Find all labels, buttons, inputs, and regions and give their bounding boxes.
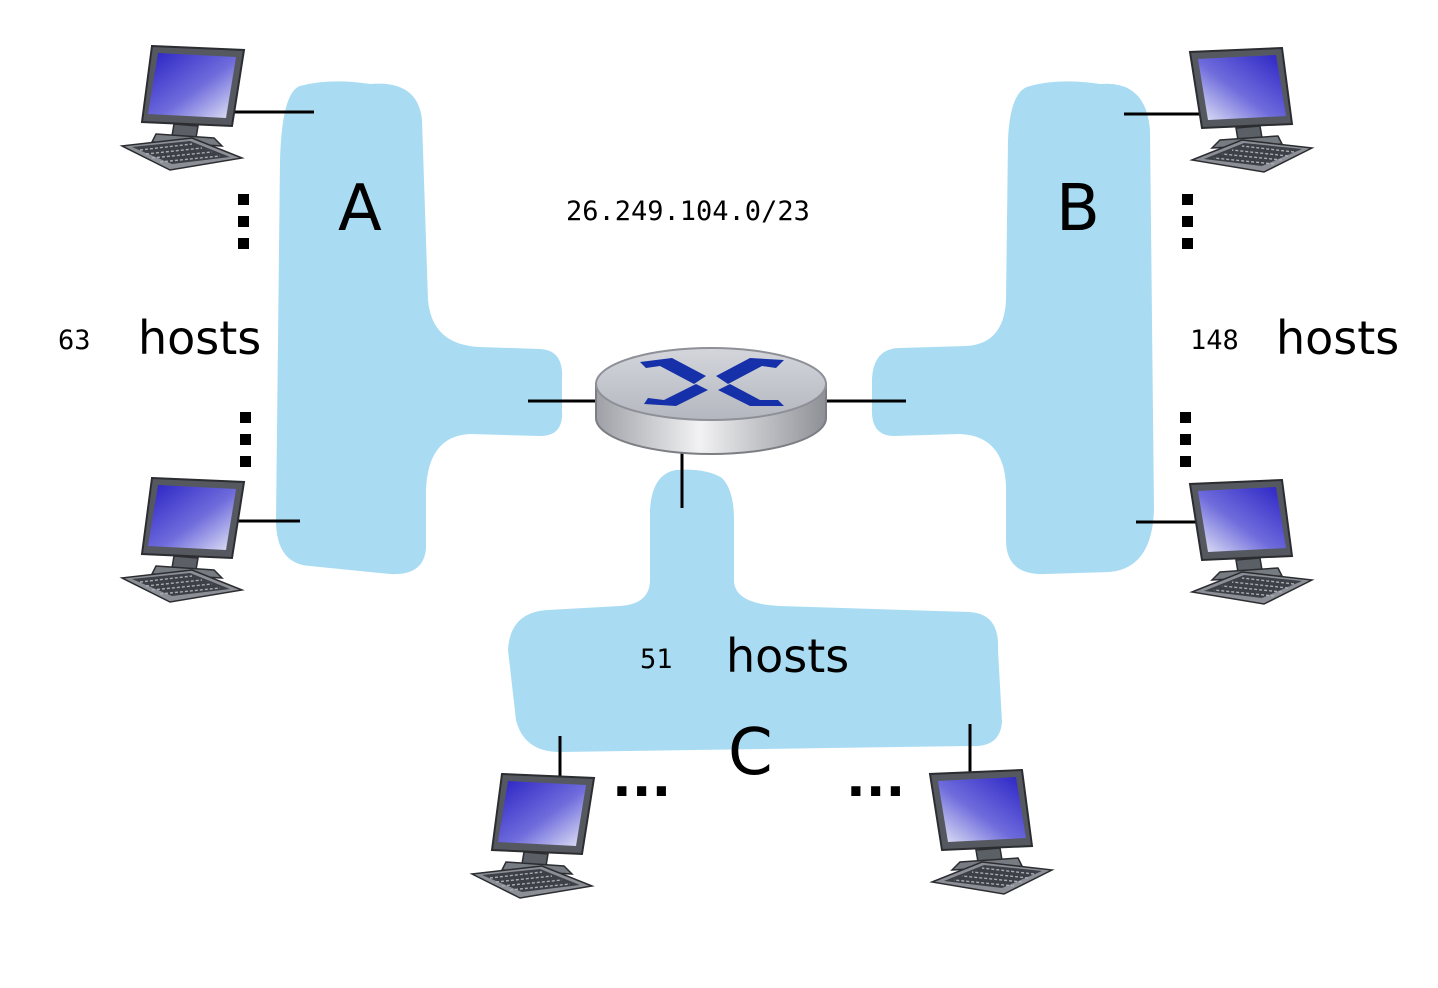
subnet-b-letter: B	[1056, 172, 1100, 246]
subnet-a-count: 63	[58, 325, 91, 356]
computer-icon	[121, 45, 245, 171]
computer-icon	[471, 773, 595, 899]
subnet-a-letter: A	[338, 172, 382, 246]
subnet-b-count: 148	[1190, 325, 1239, 356]
vertical-ellipsis	[238, 194, 1193, 467]
subnet-a-hosts-label: hosts	[138, 311, 261, 365]
computer-icon	[1189, 479, 1313, 605]
subnet-c-count: 51	[640, 644, 673, 675]
computer-icon	[1189, 47, 1313, 173]
subnet-b-region	[871, 81, 1154, 575]
computer-icon	[121, 477, 245, 603]
router-icon	[595, 347, 827, 455]
subnet-c-letter: C	[728, 716, 773, 790]
subnet-a-region	[276, 81, 563, 575]
network-prefix: 26.249.104.0/23	[566, 196, 810, 227]
subnet-b-hosts-label: hosts	[1276, 311, 1399, 365]
ellipsis-right: ...	[846, 749, 905, 809]
subnet-c-region	[508, 469, 1002, 752]
computer-icon	[929, 769, 1053, 895]
ellipsis-left: ...	[612, 749, 671, 809]
subnet-c-hosts-label: hosts	[726, 629, 849, 683]
links	[230, 110, 1214, 776]
